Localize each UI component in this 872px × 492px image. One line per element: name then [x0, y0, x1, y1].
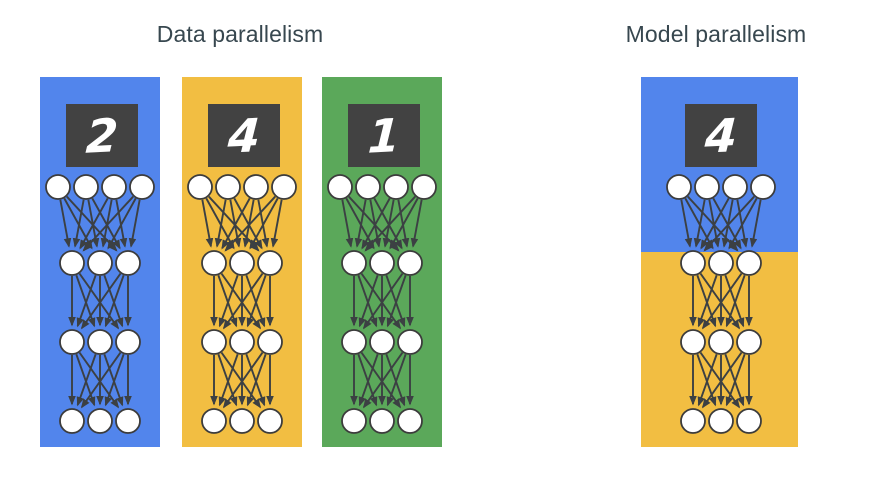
section-title-data-parallelism: Data parallelism [156, 21, 324, 47]
neural-net-model [666, 174, 776, 434]
digit-box-green: 1 [348, 104, 420, 167]
neural-net-blue [45, 174, 155, 434]
digit-box-blue: 2 [66, 104, 138, 167]
panel-green[interactable]: 1 [322, 77, 442, 447]
digit-box-yellow: 4 [208, 104, 280, 167]
panel-model-split[interactable]: 4 [641, 77, 798, 447]
neural-net-yellow [187, 174, 297, 434]
panel-blue[interactable]: 2 [40, 77, 160, 447]
neural-net-green [327, 174, 437, 434]
digit-box-model: 4 [685, 104, 757, 167]
panel-yellow[interactable]: 4 [182, 77, 302, 447]
section-title-model-parallelism: Model parallelism [625, 21, 807, 47]
